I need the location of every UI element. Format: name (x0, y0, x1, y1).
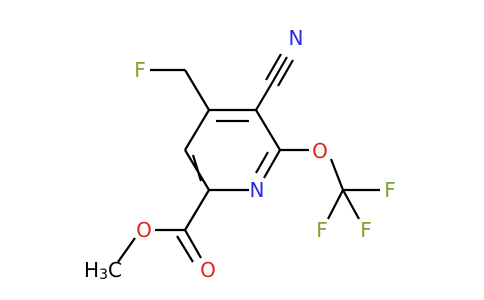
atom-f-fluoromethyl: F (134, 58, 146, 82)
atom-labels: F N N O F F F O O H3C (84, 26, 396, 283)
bond-c3-cn (255, 82, 273, 111)
bond-cf3-f2 (327, 189, 344, 220)
bonds (117, 53, 380, 263)
bond-cn-triple-2 (265, 53, 282, 81)
bond-c4-ch2 (184, 69, 210, 111)
methyl-subscript: 3 (99, 267, 108, 283)
bond-oester-methyl (117, 237, 136, 263)
bond-c2-n1 (263, 149, 281, 179)
bond-c2-n1-inner (255, 151, 269, 174)
bond-cn-triple-3 (277, 59, 294, 87)
methyl-h: H (84, 258, 99, 282)
atom-o-ester: O (136, 218, 152, 242)
methyl-c: C (108, 258, 122, 282)
bond-c6-ccarb (184, 189, 210, 231)
bond-cf3-f3 (342, 189, 360, 220)
atom-f-1: F (384, 178, 396, 202)
atom-f-2: F (316, 218, 328, 242)
bond-ccarb-ocarbonyl-2 (176, 235, 194, 263)
atom-n-ring: N (250, 178, 265, 202)
atom-o-ether: O (312, 139, 328, 163)
bond-c6-c5-inner (191, 154, 203, 182)
bond-o-cf3 (329, 158, 345, 191)
atom-n-nitrile: N (289, 26, 304, 50)
atom-f-3: F (360, 218, 372, 242)
atom-methyl: H3C (84, 258, 122, 283)
bond-ccarb-ocarbonyl-1 (184, 229, 202, 259)
atom-o-carbonyl: O (200, 258, 216, 282)
bond-c5-c4 (184, 109, 210, 151)
bond-c3-c2 (255, 109, 281, 151)
bond-cn-triple-1 (271, 56, 288, 84)
